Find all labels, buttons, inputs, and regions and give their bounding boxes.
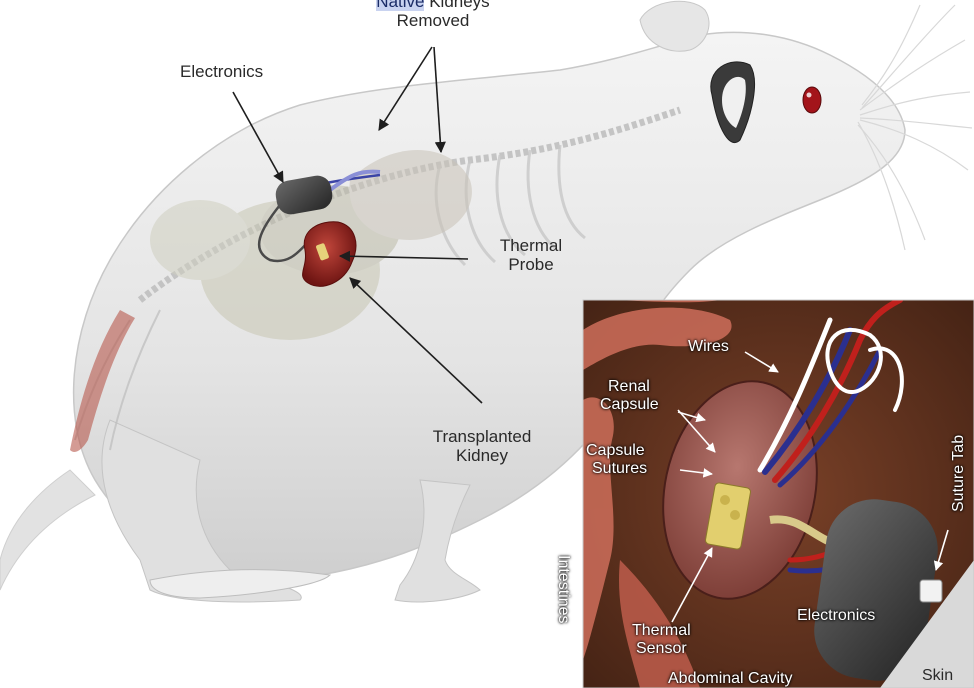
label-native-kidneys: Native Kidneys Removed bbox=[348, 0, 518, 30]
inset-electronics bbox=[814, 499, 938, 681]
label-removed: Removed bbox=[396, 11, 470, 30]
label-electronics-main: Electronics bbox=[180, 62, 264, 81]
inset-intestines bbox=[583, 300, 732, 688]
label-transplanted-kidney-l2: Kidney bbox=[456, 446, 508, 465]
label-thermal-probe-l1: Thermal bbox=[499, 236, 563, 255]
inset-label-wires: Wires bbox=[688, 338, 729, 355]
inset-label-thermal-sensor: Thermal Sensor bbox=[632, 622, 691, 658]
inset-arrows bbox=[671, 351, 949, 623]
transplanted-kidney bbox=[302, 221, 357, 287]
inset-label-skin: Skin bbox=[922, 667, 954, 684]
rat-eye bbox=[802, 86, 822, 114]
thermal-probe bbox=[316, 243, 329, 261]
inset-label-capsule-sutures-l2: Sutures bbox=[592, 460, 648, 477]
inset-label-suture-tab: Suture Tab bbox=[950, 434, 967, 512]
electronics-implant bbox=[275, 175, 333, 215]
label-thermal-probe-l2: Probe bbox=[508, 255, 554, 274]
rat-body bbox=[72, 31, 906, 578]
inset-label-renal-capsule: Renal Capsule bbox=[600, 378, 659, 414]
rat-hind-foot bbox=[149, 569, 332, 599]
inset-label-thermal-sensor-l1: Thermal bbox=[632, 622, 691, 639]
rat-ear-back bbox=[639, 0, 710, 52]
inset-label-renal-capsule-l1: Renal bbox=[608, 378, 650, 395]
inset-label-abdominal-cavity: Abdominal Cavity bbox=[668, 670, 793, 687]
label-native-highlight: Native bbox=[376, 0, 425, 11]
inset-label-thermal-sensor-l2: Sensor bbox=[635, 640, 687, 657]
label-transplanted-kidney-l1: Transplanted bbox=[432, 427, 532, 446]
suture-tab bbox=[919, 579, 943, 603]
inset-label-intestines: Intestines bbox=[555, 555, 572, 624]
rat-hind-leg bbox=[101, 419, 302, 603]
rat-fore-leg bbox=[394, 479, 481, 603]
inset-label-renal-capsule-l2: Capsule bbox=[600, 396, 659, 413]
inset-label-capsule-sutures-l1: Capsule bbox=[586, 442, 645, 459]
callout-arrows bbox=[232, 46, 483, 404]
inset-label-capsule-sutures: Capsule Sutures bbox=[586, 442, 647, 478]
muscle-strip bbox=[70, 310, 135, 452]
label-kidneys-word: Kidneys bbox=[424, 0, 490, 11]
label-transplanted-kidney: Transplanted Kidney bbox=[412, 427, 552, 465]
label-thermal-probe: Thermal Probe bbox=[486, 236, 576, 274]
inset-thermal-sensor bbox=[705, 482, 751, 550]
inset-skin bbox=[880, 560, 974, 688]
inset-label-electronics: Electronics bbox=[797, 607, 876, 624]
rat-tail bbox=[0, 469, 96, 591]
rat-whiskers bbox=[857, 4, 973, 251]
